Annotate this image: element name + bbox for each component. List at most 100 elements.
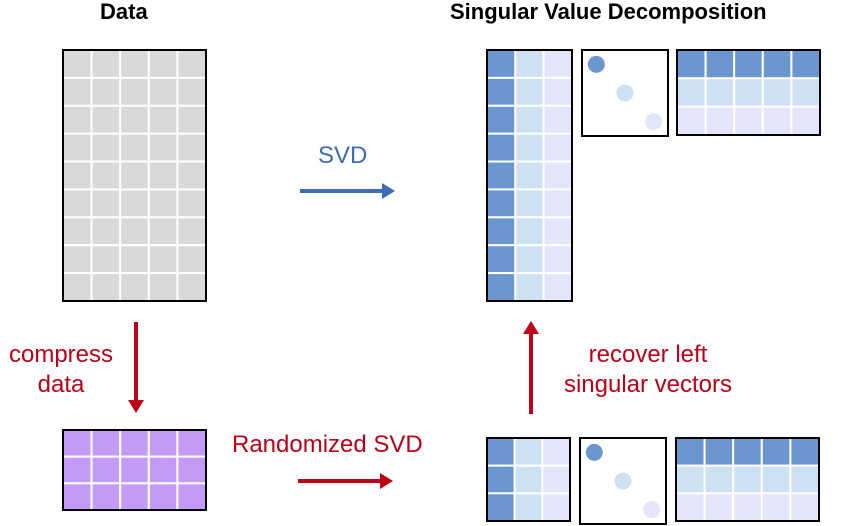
data-matrix-cell [90,132,122,163]
data-matrix-cell [147,272,179,302]
u-matrix-cell [542,132,573,163]
vt-small-matrix-cell [789,437,821,467]
data-matrix-cell [62,104,93,135]
compress-data-line-1: compress [8,341,114,368]
data-matrix-cell [90,104,122,135]
u-small-matrix-cell [486,437,516,467]
u-small-matrix-cell [513,492,544,522]
data-matrix-cell [119,104,150,135]
vt-matrix-cell [676,77,707,108]
data-matrix-cell [90,160,122,191]
sigma-matrix-singular-value [587,55,605,73]
data-matrix-cell [119,132,150,163]
vt-small-matrix-cell [760,464,792,495]
svd-title: Singular Value Decomposition [450,0,767,24]
u-matrix-cell [542,49,573,79]
u-matrix-cell [542,188,573,219]
compressed-matrix-cell [147,429,179,458]
vt-matrix-cell [790,77,822,108]
compressed-matrix-cell [176,482,207,511]
compressed-matrix-cell [62,482,93,511]
u-small-matrix-cell [513,437,544,467]
u-matrix [486,49,573,302]
data-matrix-border [62,49,207,302]
data-matrix-cell [176,104,207,135]
vt-small-matrix-border [675,437,820,522]
vt-matrix-border [676,49,821,136]
data-matrix-cell [62,76,93,107]
data-matrix-cell [62,244,93,275]
compressed-matrix-cell [147,455,179,485]
u-matrix-cell [514,104,545,135]
data-matrix-cell [62,216,93,247]
recover-arrow [523,321,539,414]
vt-small-matrix-cell [675,464,706,495]
u-matrix-cell [486,76,517,107]
u-matrix-cell [486,104,517,135]
data-title: Data [100,0,148,24]
data-matrix [62,49,207,302]
vt-small-matrix-cell [789,492,821,522]
data-matrix-cell [90,216,122,247]
data-matrix-cell [147,216,179,247]
data-matrix-cell [62,49,93,79]
vt-small-matrix-cell [675,437,706,467]
randomized-svd-arrow [298,473,393,489]
sigma-small-matrix [579,437,667,525]
vt-matrix-cell [733,105,764,136]
u-matrix-cell [542,76,573,107]
data-matrix-cell [119,272,150,302]
compressed-matrix-cell [176,455,207,485]
compress-arrow-head [128,400,144,413]
u-small-matrix-cell [541,437,572,467]
compress-arrow [128,322,144,413]
vt-small-matrix-cell [703,437,735,467]
data-matrix-cell [176,49,207,79]
data-matrix-cell [119,188,150,219]
data-matrix-cell [62,132,93,163]
data-matrix-cell [90,76,122,107]
recover-arrow-head [523,321,539,334]
data-matrix-cell [90,244,122,275]
u-small-matrix-cell [513,464,544,495]
data-matrix-cell [176,188,207,219]
u-small-matrix-cell [541,492,572,522]
vt-matrix-cell [790,49,822,80]
compressed-matrix-cell [62,429,93,458]
u-matrix-cell [514,160,545,191]
recover-line-2: singular vectors [563,371,733,398]
sigma-matrix-singular-value [645,113,663,131]
vt-matrix-cell [704,77,736,108]
compressed-matrix-cell [90,455,122,485]
u-matrix-cell [542,160,573,191]
u-matrix-cell [486,272,517,302]
u-matrix-cell [486,216,517,247]
data-matrix-cell [176,244,207,275]
u-matrix-cell [542,272,573,302]
compressed-matrix-cell [176,429,207,458]
u-matrix-cell [486,49,517,79]
u-matrix-cell [486,160,517,191]
recover-line-1: recover left [588,341,708,368]
u-matrix-cell [542,104,573,135]
data-matrix-cell [176,132,207,163]
sigma-small-matrix-singular-value [614,472,632,490]
vt-matrix-cell [704,105,736,136]
data-matrix-cell [176,160,207,191]
randomized-svd-arrow-head [380,473,393,489]
compressed-matrix-cell [147,482,179,511]
data-matrix-cell [119,49,150,79]
sigma-matrix [581,49,669,137]
sigma-small-matrix-singular-value [643,501,661,519]
vt-matrix-cell [733,49,764,80]
vt-matrix-cell [676,105,707,136]
u-matrix-cell [514,216,545,247]
u-matrix-cell [486,244,517,275]
u-small-matrix-cell [541,464,572,495]
svd-arrow [300,183,395,199]
vt-small-matrix [675,437,821,522]
u-matrix-cell [514,76,545,107]
vt-small-matrix-cell [732,492,763,522]
